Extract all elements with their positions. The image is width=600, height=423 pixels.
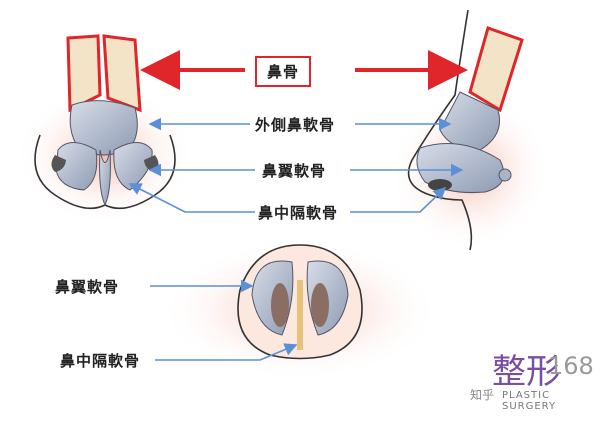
nasal-bone-right [102,34,142,113]
side-view [390,9,550,251]
nasal-bone-side [468,26,524,113]
front-view [15,34,195,225]
alar-cartilage-front-left [55,142,98,191]
watermark-source: 知乎 [470,388,495,402]
alar-cartilage-top-label: 鼻翼軟骨 [262,162,327,180]
watermark-english: PLASTIC SURGERY [502,390,557,412]
septal-cartilage-top-label: 鼻中隔軟骨 [258,204,339,222]
nasal-bone-left [66,34,102,113]
alar-cartilage-bottom-label: 鼻翼軟骨 [55,278,120,296]
septal-cartilage-bottom-label: 鼻中隔軟骨 [60,352,141,370]
alar-cartilage-front-right [113,142,153,191]
bottom-view [160,240,440,380]
watermark-chinese: 整形 [492,352,560,392]
nasal-bone-label: 鼻骨 [255,56,312,87]
lateral-cartilage-label: 外側鼻軟骨 [255,116,336,134]
leader-lines [128,117,464,361]
watermark-number: 168 [548,352,594,380]
